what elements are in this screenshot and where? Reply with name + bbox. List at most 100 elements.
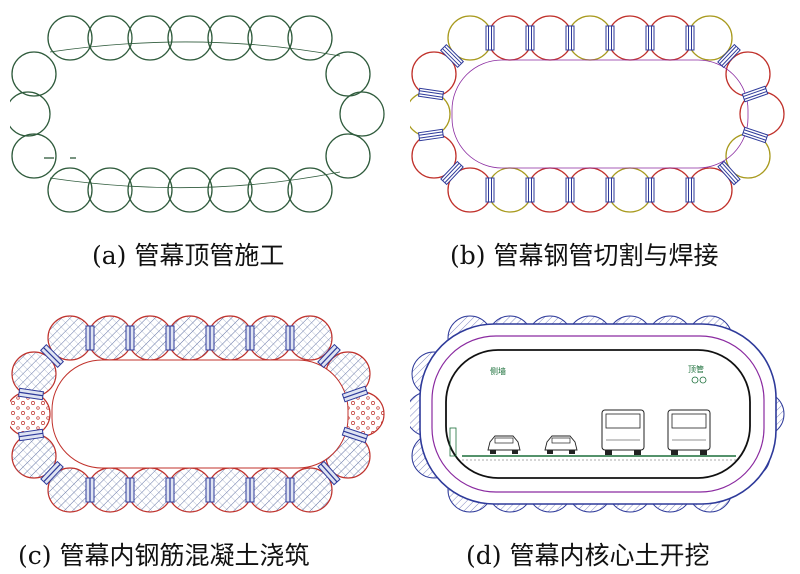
pipe-circle [410,91,451,137]
weld-joint [285,325,295,351]
weld-line [719,164,737,184]
caption-b: (b) 管幕钢管切割与焊接 [450,241,719,270]
car-2 [544,435,578,454]
pipe-circle [567,167,613,213]
hatch-overlay [168,316,212,360]
pipe-axis-line [49,171,341,189]
panel-d: 侧墙 顶管 [410,310,790,525]
bus-window [671,413,707,429]
weld-joint [485,177,495,203]
fixture [699,376,707,384]
wheel [547,450,553,454]
pipe-circle [11,51,57,97]
weld-plate [439,43,465,69]
pipe-circle [207,167,253,213]
pipe-circle [247,15,293,61]
panel-b [410,10,790,225]
pipe-circle [287,15,333,61]
panel-a-drawing [10,15,385,213]
pipe-circle [647,167,693,213]
car-window [494,437,514,444]
hatch-overlay [128,316,172,360]
bus-2 [667,409,711,455]
weld-plate [485,25,495,51]
weld-plate [717,43,741,69]
weld-plate [645,25,655,51]
weld-joint [417,87,445,101]
weld-line [43,347,61,365]
fixture [691,376,699,384]
label-side-wall: 侧墙 [490,366,506,376]
weld-plate [605,177,615,203]
weld-plate [685,177,695,203]
pipe-circle [10,91,51,137]
weld-line [343,389,367,399]
weld-line [320,346,338,366]
weld-line [19,391,43,397]
pipe-circle [325,51,371,97]
wheel [700,450,707,455]
pipe-circle [607,15,653,61]
middle-lining [431,335,765,493]
weld-plate [525,177,535,203]
weld-joint [525,177,535,203]
weld-joint [285,477,295,503]
weld-joint [525,25,535,51]
wheel [512,450,518,454]
weld-joint [685,25,695,51]
pipe-circle [247,167,293,213]
weld-plate [741,126,769,144]
weld-joint [717,43,741,69]
weld-joint [741,85,769,103]
weld-line [744,90,767,100]
car-1 [487,435,521,454]
weld-line [442,162,460,182]
hatch-overlay [48,316,92,360]
weld-joint [205,325,215,351]
filled-pipe [10,391,51,437]
hatch-overlay [12,434,56,478]
hatch-overlay [288,316,332,360]
weld-line [743,129,768,138]
hatch-overlay [248,316,292,360]
wheel [569,450,575,454]
bus-body [601,409,645,451]
weld-joint [17,428,45,442]
bus-body [667,409,711,451]
hatch-overlay [12,352,56,396]
weld-joint [485,25,495,51]
weld-joint [39,343,65,369]
weld-joint [17,387,45,401]
weld-joint [165,325,175,351]
pipe-circle [527,167,573,213]
weld-joint [417,128,445,142]
hatch-overlay [168,468,212,512]
pipe-circle [167,167,213,213]
weld-line [19,432,43,438]
panel-a [10,10,390,225]
pipe-circle [127,15,173,61]
bus-1 [601,409,645,455]
label-pipe: 顶管 [688,364,704,374]
panel-c [10,310,390,525]
pipe-circle [487,15,533,61]
weld-plate [741,85,769,103]
weld-joint [125,325,135,351]
weld-line [742,132,767,141]
weld-joint [439,43,465,69]
weld-joint [605,25,615,51]
weld-line [721,47,739,67]
panel-b-drawing [410,15,785,213]
weld-line [43,463,61,483]
weld-line [719,45,737,65]
weld-joint [565,25,575,51]
weld-plate [717,160,741,186]
weld-plate [685,25,695,51]
weld-joint [245,325,255,351]
weld-joint [645,25,655,51]
weld-joint [165,477,175,503]
weld-joint [317,343,341,369]
inner-outline [451,59,749,169]
weld-plate [565,25,575,51]
pipe-axis-line [49,41,341,57]
